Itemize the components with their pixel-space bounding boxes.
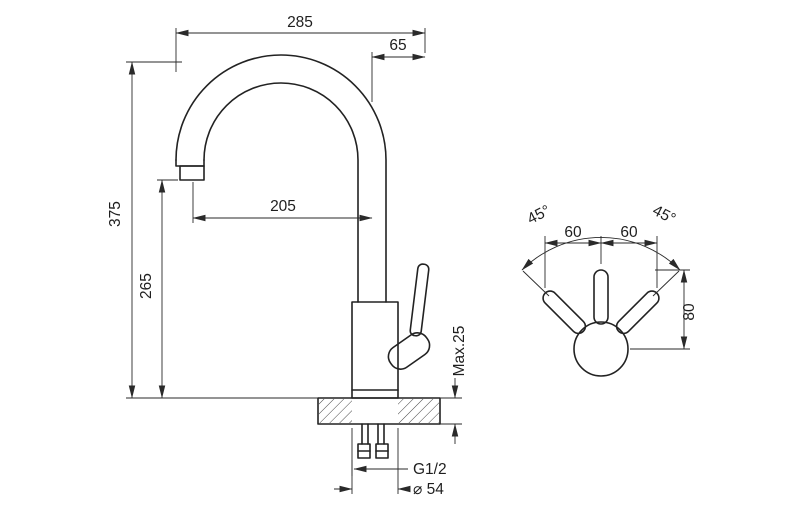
dim-overall-reach-label: 285	[287, 14, 313, 31]
handle-position-left	[542, 290, 587, 335]
ext-line-swing-right	[652, 270, 680, 297]
handle-joint-capsule	[387, 332, 431, 370]
dim-deck-thickness-label: Max.25	[451, 326, 468, 377]
spout-inner-wall	[203, 82, 359, 303]
dim-outlet-height-label: 265	[138, 273, 155, 299]
dim-spout-reach-label: 205	[270, 198, 296, 215]
handle-position-right-rod	[615, 290, 660, 335]
handle-lever-rod	[409, 263, 430, 337]
deck-hatch-left	[319, 399, 352, 423]
handle-position-center	[593, 269, 609, 325]
dim-swing-left-label: 45°	[525, 202, 554, 228]
ext-line-swing-left	[522, 270, 550, 297]
handle-position-right	[615, 290, 660, 335]
faucet-front-view	[175, 54, 441, 459]
spout-tip-face	[175, 159, 205, 167]
dim-overall-height-label: 375	[107, 201, 124, 227]
dim-handle-length-label: 80	[681, 303, 698, 321]
front-view-dimensions: 285 65 375 265 205 Max.25 G1/2 ⌀ 54	[107, 14, 468, 498]
dim-swing-right-label: 45°	[650, 202, 679, 228]
top-view-dimensions: 45° 45° 60 60 80	[521, 202, 698, 350]
faucet-top-view	[542, 269, 660, 377]
dim-base-diameter-label: ⌀ 54	[413, 481, 444, 498]
dim-offset-right-label: 60	[620, 224, 638, 241]
deck-hatch-right	[398, 399, 439, 423]
dim-thread-label: G1/2	[413, 461, 447, 478]
spout-outer-wall	[175, 54, 387, 303]
dim-offset-left-label: 60	[564, 224, 582, 241]
handle-joint	[387, 332, 431, 370]
dim-handle-offset-label: 65	[389, 37, 406, 54]
faucet-base-circle	[573, 321, 629, 377]
handle-position-left-rod	[542, 290, 587, 335]
handle-lever	[409, 263, 430, 337]
aerator	[179, 165, 205, 181]
mounting-deck	[317, 397, 441, 425]
